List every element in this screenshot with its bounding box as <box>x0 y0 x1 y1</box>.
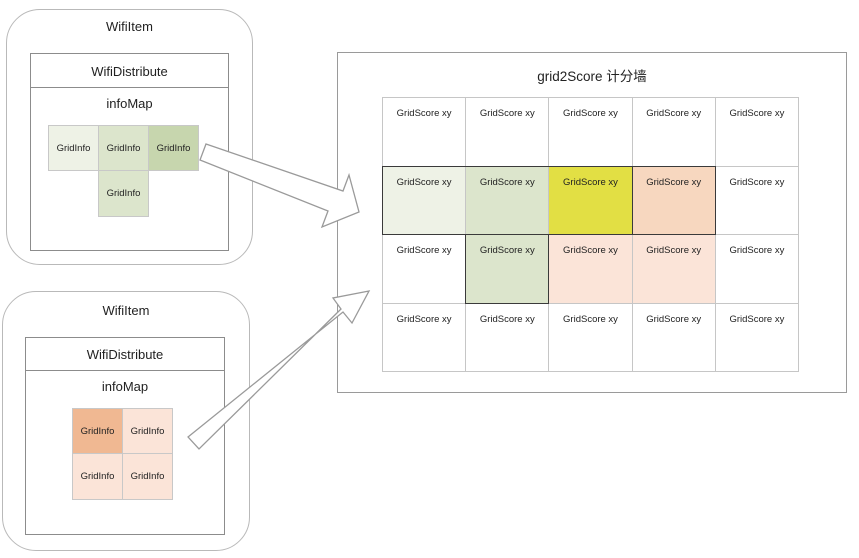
grid-score-cell: GridScore xy <box>714 302 799 372</box>
grid-score-cell: GridScore xy <box>714 97 799 167</box>
arrow-bottom-to-wall <box>187 290 371 450</box>
grid-info-cell: GridInfo <box>98 125 149 171</box>
grid-score-cell: GridScore xy <box>465 234 550 304</box>
grid-score-cell: GridScore xy <box>382 165 467 235</box>
grid-info-cell: GridInfo <box>148 125 199 171</box>
grid-score-cell: GridScore xy <box>382 97 467 167</box>
wifi-item-title: WifiItem <box>106 19 153 34</box>
highlight-outline <box>465 234 550 304</box>
score-wall-title: grid2Score 计分墙 <box>537 69 647 84</box>
grid-score-cell: GridScore xy <box>382 234 467 304</box>
grid-score-cell: GridScore xy <box>548 165 633 235</box>
info-map-title: infoMap <box>106 96 153 111</box>
arrow-top-to-wall <box>199 143 360 229</box>
info-map-title: infoMap <box>101 379 149 394</box>
grid-score-cell: GridScore xy <box>631 234 716 304</box>
grid-score-cell: GridScore xy <box>548 302 633 372</box>
grid-score-cell: GridScore xy <box>631 302 716 372</box>
wifi-distribute-title: WifiDistribute <box>86 347 164 362</box>
grid-info-cell: GridInfo <box>122 408 173 454</box>
grid-score-cell: GridScore xy <box>714 165 799 235</box>
grid-info-cell: GridInfo <box>72 453 123 500</box>
grid-info-cell: GridInfo <box>122 453 173 500</box>
grid-score-cell: GridScore xy <box>382 302 467 372</box>
wifi-item-title: WifiItem <box>102 303 150 318</box>
highlight-outline <box>631 165 716 235</box>
divider <box>26 370 224 371</box>
grid-score-cell: GridScore xy <box>465 97 550 167</box>
divider <box>31 87 228 88</box>
grid-info-cell: GridInfo <box>98 170 149 217</box>
wifi-distribute-title: WifiDistribute <box>91 64 168 79</box>
